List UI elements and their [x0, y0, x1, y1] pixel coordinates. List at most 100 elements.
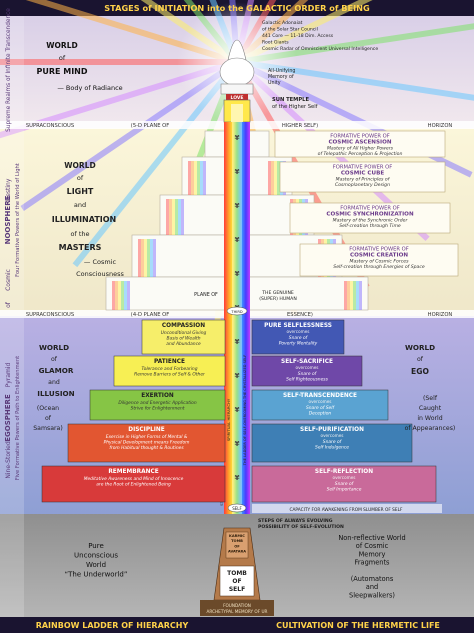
underworld-right-line: (Automatons: [351, 575, 394, 583]
light-illumination: ILLUMINATION: [52, 215, 117, 224]
rainbow-curtain: [166, 199, 169, 235]
formative-power-box: [289, 202, 451, 234]
formative-power-line: Self-creation through Time: [339, 223, 401, 229]
band-essence: ESSENCE): [287, 312, 313, 318]
light-and: and: [74, 201, 86, 209]
side-column: [0, 16, 24, 617]
band-horizon-1: HORIZON: [428, 123, 453, 129]
formative-power-title: FORMATIVE POWER OF: [340, 206, 399, 212]
underworld-left-line: Unconscious: [74, 552, 118, 560]
column-glyph: ¥: [235, 372, 240, 380]
light-masters: MASTERS: [59, 243, 102, 252]
rainbow-column: [224, 122, 250, 514]
rainbow-curtain: [118, 281, 121, 310]
rainbow-curtain: [274, 161, 277, 195]
footer-banner: [0, 617, 474, 633]
top-of: of: [59, 54, 66, 62]
rainbow-curtain: [203, 161, 206, 195]
rainbow-curtain: [350, 281, 353, 310]
virtue-line: Strive for Enlightenment: [131, 406, 185, 412]
virtue-box: [113, 355, 226, 387]
rainbow-curtain: [191, 161, 194, 195]
rainbow-curtain: [138, 239, 141, 277]
virtue-box: [41, 465, 226, 503]
ego-of: of: [417, 356, 424, 363]
rainbow-curtain: [127, 281, 130, 310]
love-band: [226, 94, 248, 100]
column-core: [232, 122, 242, 514]
underworld-left-line: “The Underworld”: [65, 571, 128, 579]
karmic-line: AVATARA: [228, 550, 246, 554]
rainbow-curtain: [188, 161, 191, 195]
all-unifying-line: Memory of: [268, 74, 294, 80]
steps-line: POSSIBILITY OF SELF-EVOLUTION: [258, 524, 344, 530]
rainbow-curtain: [144, 239, 147, 277]
underworld-right-line: Sleepwalkers): [349, 591, 395, 599]
side-label-pyramid: Pyramid: [5, 362, 12, 387]
hierarchy-spine: SPIRITUAL HIERARCHY: [226, 398, 231, 441]
top-pure-mind: PURE MIND: [36, 67, 87, 76]
glamor-of: of: [51, 356, 58, 363]
virtue-line: Exercise in Higher Forms of Mental &: [106, 434, 188, 440]
tomb-line: SELF: [229, 586, 245, 593]
overcoming-line: Poverty Mentality: [279, 340, 318, 346]
overcoming-line: Self Importance: [327, 486, 362, 492]
overcoming-line: Snare of Self: [306, 405, 335, 411]
overcoming-box: [251, 319, 345, 355]
formative-power-title: FORMATIVE POWER OF: [330, 134, 389, 140]
overcoming-line: Self Indulgence: [315, 444, 349, 450]
ego-caption-line: Caught: [419, 405, 442, 412]
rainbow-curtain: [271, 161, 274, 195]
rainbow-curtain: [359, 281, 362, 310]
overcoming-box: [251, 355, 363, 387]
overcoming-line: Deception: [309, 410, 332, 416]
band-plane5d: (5-D PLANE OF: [131, 123, 169, 129]
formative-power-box: [274, 130, 446, 158]
tomb-line: OF: [232, 578, 241, 585]
overcoming-verb: overcomes: [333, 475, 356, 480]
light-of: of: [77, 174, 84, 182]
rainbow-curtain: [194, 161, 197, 195]
column-glyph: ¥: [235, 270, 240, 278]
virtue-line: and Abundance: [166, 341, 201, 347]
underworld-right-line: Fragments: [355, 559, 390, 567]
rainbow-curtain: [115, 281, 118, 310]
column-glyph: ¥: [235, 236, 240, 244]
overcoming-name: SELF-PURIFICATION: [300, 427, 364, 433]
virtue-line: Diligence and Energetic Application: [118, 400, 197, 406]
overcoming-name: SELF-SACRIFICE: [281, 359, 333, 365]
band-plane4d: (4-D PLANE OF: [131, 312, 169, 318]
rainbow-curtain: [112, 281, 115, 310]
rainbow-curtain: [356, 281, 359, 310]
rainbow-curtain: [200, 161, 203, 195]
rainbow-curtain: [124, 281, 127, 310]
overcoming-line: Snare of: [298, 371, 318, 377]
karmic-line: OF: [234, 544, 240, 548]
galactic-line: 441 Core — 11-18 Dim. Access: [262, 33, 334, 39]
virtue-line: from Habitual thought & Routines: [109, 445, 184, 451]
tomb-line: TOMB: [227, 570, 247, 577]
capacity-label: CAPACITY FOR AWAKENING FROM SLUMBER OF S…: [289, 507, 403, 513]
overcoming-name: SELF-REFLECTION: [315, 469, 373, 475]
side-label-of: of: [5, 301, 12, 308]
footer-right: CULTIVATION OF THE HERMETIC LIFE: [276, 621, 440, 630]
side-label-noosphere: NOOSPHERE: [4, 195, 12, 244]
rainbow-curtain: [197, 161, 200, 195]
galactic-line: Root Giants: [262, 40, 289, 46]
underworld-left-line: World: [86, 561, 106, 569]
overcoming-verb: overcomes: [287, 329, 310, 334]
overcoming-box: [251, 423, 413, 463]
rainbow-curtain: [147, 239, 150, 277]
love-label: LOVE: [231, 95, 244, 101]
side-label-nine-storied: Nine-Storied: [5, 441, 12, 478]
self-label: SELF: [232, 506, 242, 511]
side-label-cosmic: Cosmic: [5, 269, 12, 291]
galactic-line: Galactic Adonaiat: [262, 20, 303, 26]
virtue-box: [67, 423, 226, 463]
column-glyph: ¥: [235, 474, 240, 482]
stupa-dome: [219, 57, 255, 87]
sun-temple-line: SUN TEMPLE: [272, 97, 309, 103]
ego-world: WORLD: [405, 343, 435, 352]
third-label: THIRD: [230, 310, 242, 314]
rainbow-curtain: [181, 199, 184, 235]
